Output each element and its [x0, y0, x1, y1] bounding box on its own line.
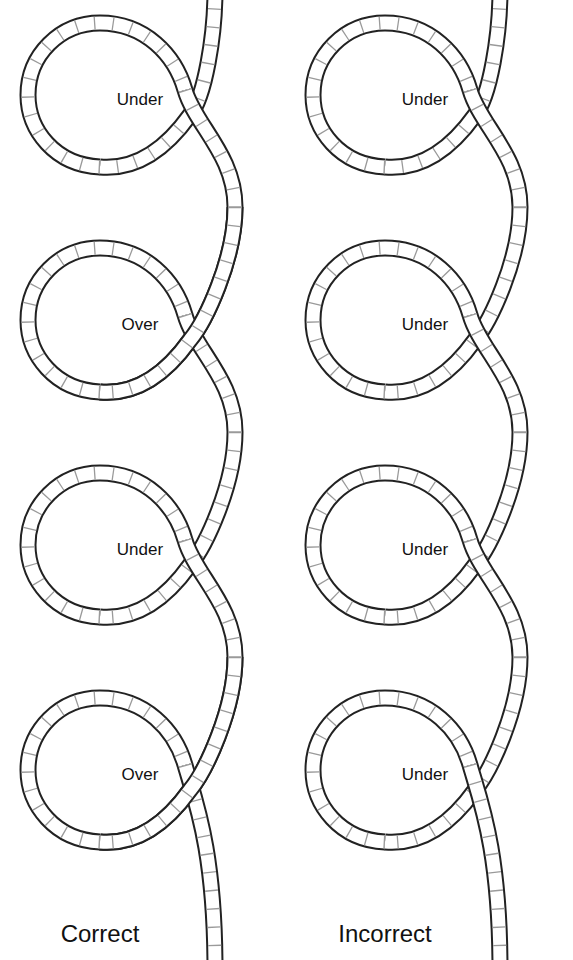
rope-stroke — [100, 207, 235, 392]
rope-stroke — [470, 90, 520, 207]
rope-stroke — [100, 657, 235, 842]
rope-segment — [28, 23, 185, 167]
rope-segment — [470, 315, 520, 432]
rope-stroke — [470, 315, 520, 432]
rope-stroke — [470, 315, 520, 432]
rope-stroke — [313, 698, 470, 842]
rope-segment — [100, 207, 235, 392]
rope-segment — [313, 698, 470, 842]
crossing-label: Under — [114, 90, 166, 110]
rope-stroke — [385, 657, 520, 842]
rope-stroke — [28, 473, 185, 617]
rope-stroke — [470, 90, 520, 207]
rope-segment — [385, 657, 520, 842]
rope-stroke — [28, 23, 185, 167]
rope-stroke — [385, 657, 520, 842]
rope-stroke — [385, 657, 520, 842]
rope-stroke — [28, 23, 185, 167]
rope-stroke — [313, 473, 470, 617]
caption-label: Correct — [58, 920, 143, 948]
rope-stroke — [100, 207, 235, 392]
rope-stroke — [28, 473, 185, 617]
rope-stroke — [185, 540, 235, 657]
rope-stroke — [185, 90, 235, 207]
rope-stroke — [470, 765, 500, 960]
rope-segment — [470, 765, 500, 960]
crossing-label: Over — [119, 765, 162, 785]
crossing-label: Under — [399, 315, 451, 335]
rope-stroke — [100, 657, 235, 842]
rope-stroke — [313, 698, 470, 842]
rope-stroke — [313, 248, 470, 392]
rope-segment — [100, 657, 235, 842]
rope-stroke — [185, 540, 235, 657]
crossing-label: Under — [114, 540, 166, 560]
rope-segment — [185, 540, 235, 657]
rope-stroke — [470, 540, 520, 657]
rope-stroke — [470, 765, 500, 960]
crossing-label: Under — [399, 765, 451, 785]
rope-segment — [100, 657, 235, 842]
rope-segment — [185, 90, 235, 207]
rope-segment — [313, 248, 470, 392]
rope-stroke — [185, 90, 235, 207]
rope-stroke — [313, 248, 470, 392]
rope-stroke — [470, 315, 520, 432]
rope-stroke — [470, 540, 520, 657]
rope-stroke — [313, 698, 470, 842]
rope-stroke — [100, 657, 235, 842]
rope-stroke — [100, 657, 235, 842]
rope-stroke — [313, 248, 470, 392]
rope-stroke — [470, 765, 500, 960]
rope-stroke — [28, 23, 185, 167]
rope-stroke — [100, 207, 235, 392]
rope-segment — [313, 23, 470, 167]
rope-stroke — [185, 90, 235, 207]
rope-stroke — [470, 90, 520, 207]
rope-stroke — [185, 540, 235, 657]
rope-stroke — [470, 540, 520, 657]
rope-segment — [28, 473, 185, 617]
crossing-label: Under — [399, 90, 451, 110]
rope-stroke — [100, 657, 235, 842]
rope-stroke — [313, 23, 470, 167]
rope-segment — [470, 540, 520, 657]
rope-stroke — [313, 473, 470, 617]
rope-stroke — [313, 23, 470, 167]
rope-stroke — [28, 473, 185, 617]
rope-stroke — [313, 23, 470, 167]
crossing-label: Under — [399, 540, 451, 560]
caption-label: Incorrect — [335, 920, 434, 948]
rope-segment — [313, 473, 470, 617]
rope-stroke — [313, 473, 470, 617]
crossing-label: Over — [119, 315, 162, 335]
rope-stroke — [100, 657, 235, 842]
rope-segment — [470, 90, 520, 207]
